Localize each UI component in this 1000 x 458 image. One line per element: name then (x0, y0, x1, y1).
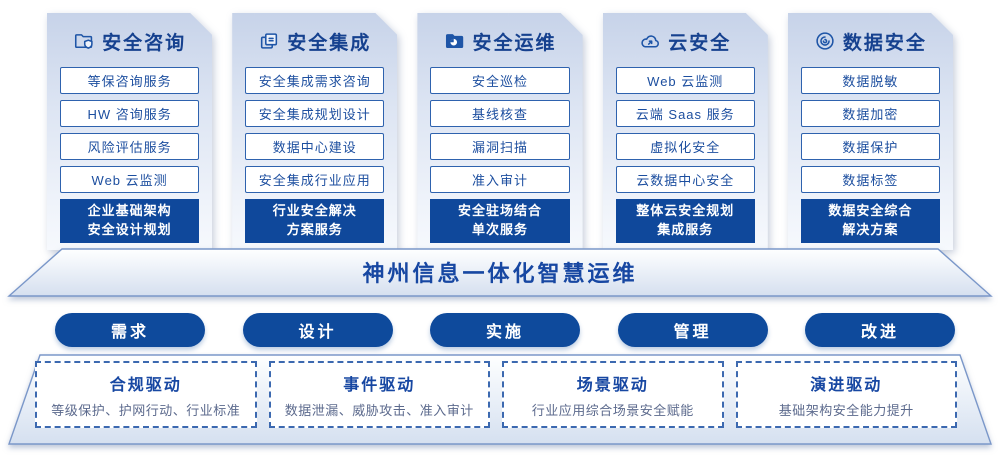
service-item: 数据保护 (801, 133, 940, 160)
drivers-row: 合规驱动 等级保护、护网行动、行业标准 事件驱动 数据泄漏、威胁攻击、准入审计 … (35, 361, 957, 428)
service-item: 准入审计 (430, 166, 569, 193)
driver-title: 事件驱动 (343, 377, 416, 394)
card-header: 安全咨询 (60, 28, 199, 54)
footer-line: 解决方案 (842, 222, 899, 237)
card-body: 安全集成 安全集成需求咨询 安全集成规划设计 数据中心建设 安全集成行业应用 行… (232, 13, 397, 250)
driver-title: 合规驱动 (109, 377, 182, 394)
card-header: 安全集成 (245, 28, 384, 54)
service-item: 等保咨询服务 (60, 67, 199, 94)
footer-line: 行业安全解决 (272, 203, 357, 219)
footer-line: 整体云安全规划 (636, 203, 735, 219)
service-item: 数据中心建设 (245, 133, 384, 160)
pill-management: 管理 (617, 313, 768, 347)
card-header: 数据安全 (801, 28, 940, 54)
service-item: 漏洞扫描 (430, 133, 569, 160)
footer-line: 单次服务 (472, 222, 529, 237)
card-header: 安全运维 (430, 28, 569, 54)
service-item: 云端 Saas 服务 (616, 100, 755, 127)
footer-line: 方案服务 (286, 222, 343, 237)
footer-line: 安全设计规划 (87, 222, 172, 237)
card-security-consulting: 安全咨询 等保咨询服务 HW 咨询服务 风险评估服务 Web 云监测 企业基础架… (47, 13, 212, 250)
driver-title: 演进驱动 (810, 377, 883, 394)
pill-implementation: 实施 (430, 313, 580, 347)
banner-shape (7, 248, 993, 297)
card-body: 数据安全 数据脱敏 数据加密 数据保护 数据标签 数据安全综合 解决方案 (788, 13, 953, 250)
service-item: 数据标签 (801, 166, 940, 193)
card-footer: 安全驻场结合 单次服务 (430, 199, 569, 243)
footer-line: 集成服务 (657, 222, 714, 237)
card-body: 安全运维 安全巡检 基线核查 漏洞扫描 准入审计 安全驻场结合 单次服务 (417, 13, 582, 250)
driver-event: 事件驱动 数据泄漏、威胁攻击、准入审计 (268, 361, 490, 428)
card-security-integration: 安全集成 安全集成需求咨询 安全集成规划设计 数据中心建设 安全集成行业应用 行… (232, 13, 397, 250)
pill-improvement: 改进 (805, 313, 955, 347)
pill-demand: 需求 (55, 313, 205, 347)
driver-scenario: 场景驱动 行业应用综合场景安全赋能 (502, 361, 724, 428)
card-footer: 数据安全综合 解决方案 (801, 199, 940, 243)
service-item: HW 咨询服务 (60, 100, 199, 127)
card-body: 云安全 Web 云监测 云端 Saas 服务 虚拟化安全 云数据中心安全 整体云… (603, 13, 768, 250)
card-security-operations: 安全运维 安全巡检 基线核查 漏洞扫描 准入审计 安全驻场结合 单次服务 (417, 13, 582, 250)
service-cards-row: 安全咨询 等保咨询服务 HW 咨询服务 风险评估服务 Web 云监测 企业基础架… (47, 13, 953, 250)
card-data-security: 数据安全 数据脱敏 数据加密 数据保护 数据标签 数据安全综合 解决方案 (788, 13, 953, 250)
service-item: 安全集成行业应用 (245, 166, 384, 193)
service-item: 云数据中心安全 (616, 166, 755, 193)
footer-line: 企业基础架构 (87, 203, 172, 219)
card-title: 安全运维 (472, 32, 557, 54)
driver-desc: 行业应用综合场景安全赋能 (531, 403, 694, 418)
card-footer: 行业安全解决 方案服务 (245, 199, 384, 243)
card-body: 安全咨询 等保咨询服务 HW 咨询服务 风险评估服务 Web 云监测 企业基础架… (47, 13, 212, 250)
service-item: 基线核查 (430, 100, 569, 127)
service-item: 安全集成需求咨询 (245, 67, 384, 94)
service-item: 安全巡检 (430, 67, 569, 94)
folder-shield-icon (73, 30, 95, 52)
service-item: 虚拟化安全 (616, 133, 755, 160)
driver-compliance: 合规驱动 等级保护、护网行动、行业标准 (35, 361, 257, 428)
service-item: 安全集成规划设计 (245, 100, 384, 127)
driver-desc: 数据泄漏、威胁攻击、准入审计 (284, 403, 474, 418)
cloud-icon (639, 30, 661, 52)
banner-trapezoid: 神州信息一体化智慧运维 (7, 248, 993, 297)
service-item: 数据加密 (801, 100, 940, 127)
card-footer: 整体云安全规划 集成服务 (616, 199, 755, 243)
card-header: 云安全 (616, 28, 755, 54)
fingerprint-circle-icon (814, 30, 836, 52)
card-footer: 企业基础架构 安全设计规划 (60, 199, 199, 243)
card-title: 安全集成 (287, 32, 372, 54)
card-title: 云安全 (668, 32, 732, 54)
service-item: Web 云监测 (60, 166, 199, 193)
footer-line: 安全驻场结合 (458, 203, 543, 219)
card-title: 安全咨询 (102, 32, 187, 54)
pill-design: 设计 (242, 313, 393, 347)
service-item: 数据脱敏 (801, 67, 940, 94)
folder-pie-icon (444, 30, 466, 52)
footer-line: 数据安全综合 (828, 203, 913, 219)
driver-desc: 等级保护、护网行动、行业标准 (51, 403, 241, 418)
card-cloud-security: 云安全 Web 云监测 云端 Saas 服务 虚拟化安全 云数据中心安全 整体云… (603, 13, 768, 250)
driver-desc: 基础架构安全能力提升 (778, 403, 914, 418)
copy-documents-icon (258, 30, 280, 52)
service-item: Web 云监测 (616, 67, 755, 94)
driver-evolution: 演进驱动 基础架构安全能力提升 (735, 361, 957, 428)
service-item: 风险评估服务 (60, 133, 199, 160)
banner-title: 神州信息一体化智慧运维 (362, 260, 638, 286)
driver-title: 场景驱动 (576, 377, 649, 394)
process-pills-row: 需求 设计 实施 管理 改进 (55, 313, 955, 347)
card-title: 数据安全 (842, 32, 927, 54)
